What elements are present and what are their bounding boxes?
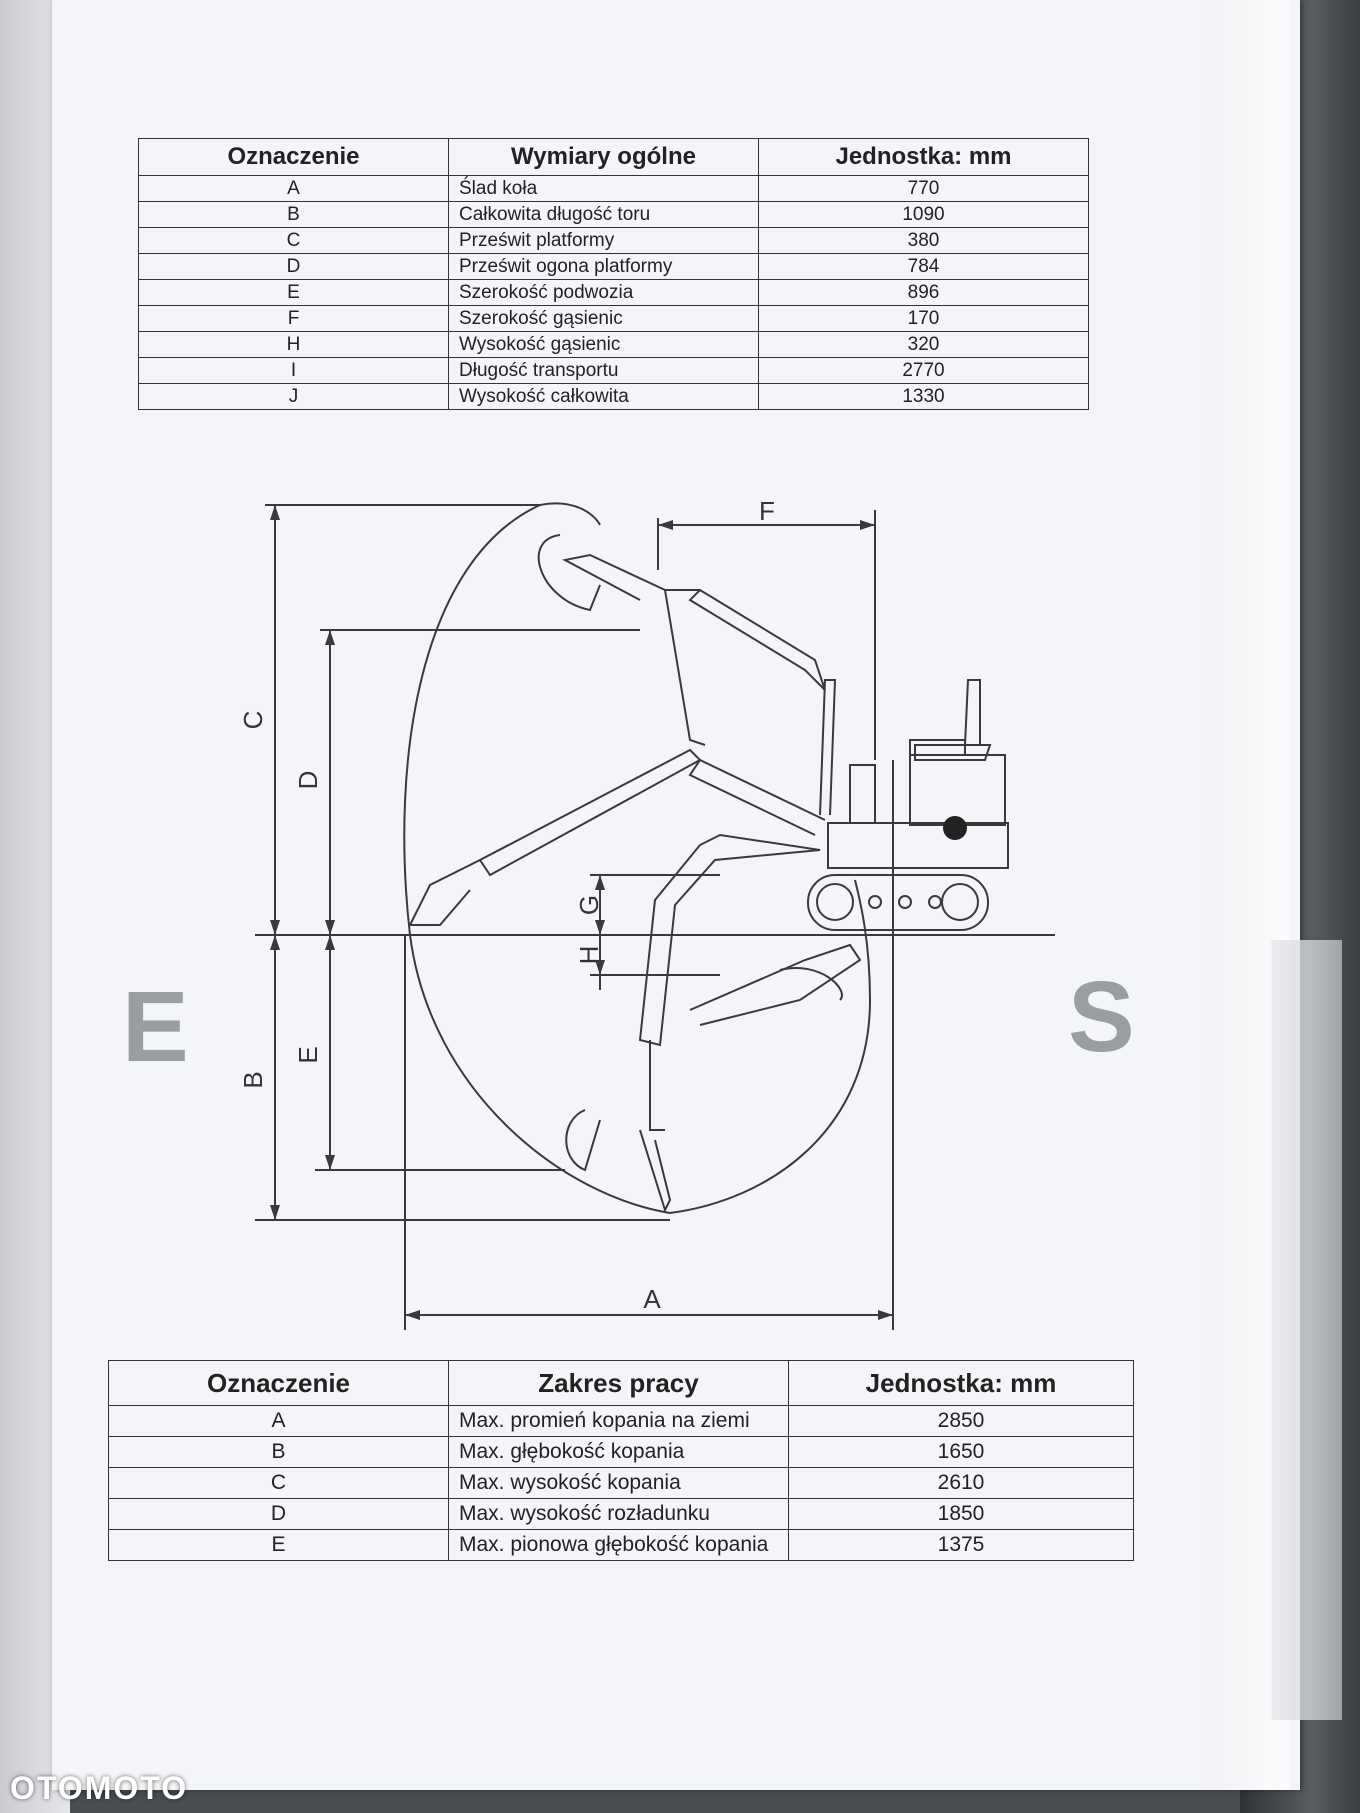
cell-value: 320 xyxy=(758,331,1089,358)
cell-value: 1330 xyxy=(758,383,1089,410)
cell-value: 1650 xyxy=(788,1436,1134,1468)
header-unit: Jednostka: mm xyxy=(758,138,1089,176)
header-label: Wymiary ogólne xyxy=(448,138,759,176)
cell-label: Wysokość gąsienic xyxy=(448,331,759,358)
cell-code: C xyxy=(108,1467,449,1499)
cell-label: Prześwit platformy xyxy=(448,227,759,254)
engine-cover-dot xyxy=(943,816,967,840)
label-c: C xyxy=(238,711,268,730)
cell-label: Ślad koła xyxy=(448,175,759,202)
otomoto-watermark: OTOMOTO xyxy=(10,1770,189,1806)
cell-code: B xyxy=(108,1436,449,1468)
cell-code: C xyxy=(138,227,449,254)
cell-value: 896 xyxy=(758,279,1089,306)
cell-code: A xyxy=(108,1405,449,1437)
cell-label: Szerokość podwozia xyxy=(448,279,759,306)
cell-code: F xyxy=(138,305,449,332)
table-header-row: Oznaczenie Wymiary ogólne Jednostka: mm xyxy=(138,138,1089,176)
label-f: F xyxy=(759,496,775,526)
cell-value: 2770 xyxy=(758,357,1089,384)
cell-value: 2610 xyxy=(788,1467,1134,1499)
cell-value: 170 xyxy=(758,305,1089,332)
cell-label: Max. pionowa głębokość kopania xyxy=(448,1529,789,1561)
cell-value: 770 xyxy=(758,175,1089,202)
plastic-sleeve xyxy=(1270,940,1342,1720)
label-a: A xyxy=(643,1284,661,1314)
cell-value: 380 xyxy=(758,227,1089,254)
cell-label: Długość transportu xyxy=(448,357,759,384)
cell-label: Max. wysokość kopania xyxy=(448,1467,789,1499)
cell-value: 2850 xyxy=(788,1405,1134,1437)
cell-code: E xyxy=(108,1529,449,1561)
cell-value: 1375 xyxy=(788,1529,1134,1561)
header-label: Zakres pracy xyxy=(448,1360,789,1406)
dimensions-table: Oznaczenie Wymiary ogólne Jednostka: mm … xyxy=(138,138,1089,410)
label-e: E xyxy=(293,1046,323,1063)
cell-label: Całkowita długość toru xyxy=(448,201,759,228)
label-b: B xyxy=(238,1071,268,1088)
bleed-through-letter-right: S xyxy=(1068,961,1135,1073)
cell-label: Wysokość całkowita xyxy=(448,383,759,410)
table-header-row: Oznaczenie Zakres pracy Jednostka: mm xyxy=(108,1360,1134,1406)
cell-label: Max. promień kopania na ziemi xyxy=(448,1405,789,1437)
label-d: D xyxy=(293,771,323,790)
label-h: H xyxy=(574,946,604,965)
cell-code: E xyxy=(138,279,449,306)
excavator-body xyxy=(807,679,1009,931)
bleed-through-letter-left: E xyxy=(122,971,189,1083)
cell-value: 1850 xyxy=(788,1498,1134,1530)
cell-label: Max. głębokość kopania xyxy=(448,1436,789,1468)
cell-code: D xyxy=(108,1498,449,1530)
header-code: Oznaczenie xyxy=(138,138,449,176)
cell-code: J xyxy=(138,383,449,410)
working-range-envelope xyxy=(403,504,872,1215)
header-unit: Jednostka: mm xyxy=(788,1360,1134,1406)
excavator-arms xyxy=(408,534,862,1213)
label-g: G xyxy=(574,895,604,915)
header-code: Oznaczenie xyxy=(108,1360,449,1406)
cell-label: Max. wysokość rozładunku xyxy=(448,1498,789,1530)
